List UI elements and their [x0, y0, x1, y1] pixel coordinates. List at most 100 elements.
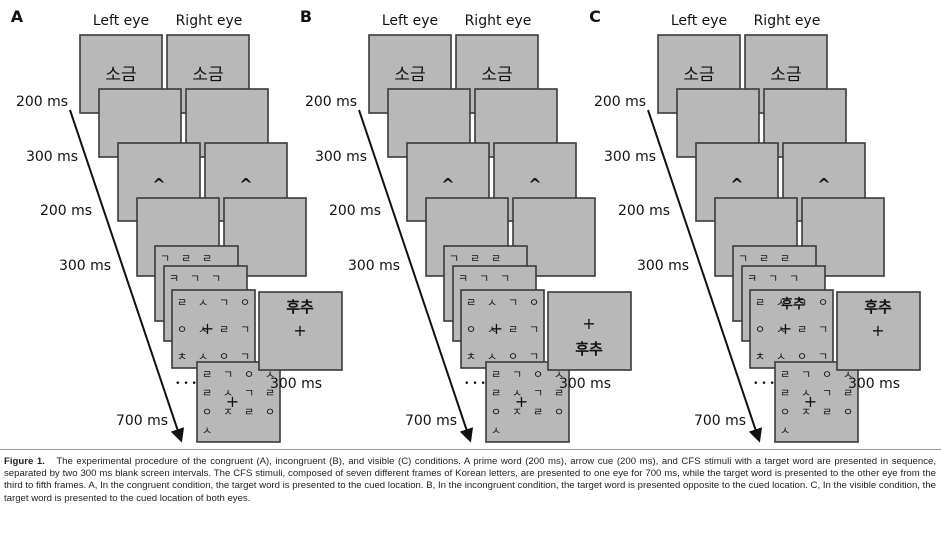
cfs-fixation-cross: +	[201, 319, 214, 338]
cfs-letter: ㅅ	[202, 424, 212, 437]
cfs-letter: ㄹ	[202, 387, 212, 400]
cfs-letter: ㄱ	[211, 272, 221, 285]
cfs-letter: ㅇ	[529, 296, 539, 309]
target-screen	[836, 291, 921, 371]
cfs-frame-3-frame	[749, 289, 834, 369]
cue-arrow-right: ^	[528, 175, 541, 194]
cfs-letter: ㅇ	[491, 405, 501, 418]
cfs-letter: ㅇ	[202, 405, 212, 418]
cfs-fixation-cross: +	[804, 392, 817, 411]
target-timing-label: 300 ms	[270, 376, 322, 392]
cfs-letter: ㅅ	[198, 296, 208, 309]
cue-arrow-right: ^	[239, 175, 252, 194]
cfs-frame-last-frame	[774, 361, 859, 443]
cfs-fixation-cross: +	[779, 319, 792, 338]
timing-label-5: 700 ms	[694, 413, 746, 429]
cfs-letter: ㄹ	[177, 296, 187, 309]
timeline-arrow	[358, 109, 474, 443]
cfs-letter: ㅅ	[223, 387, 233, 400]
ellipsis-dots: • • •	[753, 379, 775, 389]
cfs-letter: ㄱ	[529, 350, 539, 363]
target-timing-label: 300 ms	[848, 376, 900, 392]
timing-label-2: 300 ms	[315, 149, 367, 165]
cfs-letter: ㄱ	[244, 387, 254, 400]
target-screen	[547, 291, 632, 371]
cfs-letter: ㄹ	[780, 387, 790, 400]
cfs-letter: ㅈ	[801, 405, 811, 418]
cfs-letter: ㄹ	[755, 296, 765, 309]
cfs-letter: ㄱ	[533, 387, 543, 400]
timing-label-3: 200 ms	[618, 203, 670, 219]
cfs-target-word: 후추	[781, 296, 805, 312]
cue-arrow-left: ^	[730, 175, 743, 194]
cfs-letter: ㄱ	[801, 368, 811, 381]
cfs-letter: ㅅ	[780, 424, 790, 437]
cfs-letter: ㅇ	[466, 323, 476, 336]
cfs-letter: ㅅ	[487, 323, 497, 336]
left-eye-label: Left eye	[93, 13, 149, 29]
cfs-letter: ㄱ	[822, 387, 832, 400]
cfs-letter: ㅈ	[223, 405, 233, 418]
timing-label-5: 700 ms	[405, 413, 457, 429]
cfs-letter: ㄱ	[797, 296, 807, 309]
cfs-letter: ㄱ	[789, 272, 799, 285]
cfs-letter: ㄹ	[533, 405, 543, 418]
cfs-letter: ㄹ	[181, 252, 191, 265]
cfs-letter: ㅅ	[554, 368, 564, 381]
caption-divider	[0, 449, 941, 450]
timing-label-1: 200 ms	[16, 94, 68, 110]
cfs-letter: ㅊ	[177, 350, 187, 363]
timeline-arrow	[647, 109, 763, 443]
cfs-letter: ㄹ	[491, 368, 501, 381]
cfs-letter: ㅅ	[843, 368, 853, 381]
target-word: 후추	[286, 298, 314, 316]
ellipsis-dots: • • •	[464, 379, 486, 389]
cfs-letter: ㅅ	[265, 368, 275, 381]
cfs-letter: ㄱ	[240, 323, 250, 336]
cfs-letter: ㅅ	[512, 387, 522, 400]
prime-word-left: 소금	[683, 65, 714, 85]
cfs-letter: ㅅ	[776, 296, 786, 309]
cfs-frame-3-frame	[460, 289, 545, 369]
cfs-letter: ㄹ	[508, 323, 518, 336]
caption-text: The experimental procedure of the congru…	[4, 456, 937, 504]
cfs-letter: ㅅ	[487, 296, 497, 309]
left-eye-label: Left eye	[382, 13, 438, 29]
cfs-letter: ㅇ	[265, 405, 275, 418]
cfs-letter: ㅋ	[169, 272, 179, 285]
cfs-frame-last-frame	[485, 361, 570, 443]
cfs-letter: ㅊ	[466, 350, 476, 363]
cfs-letter: ㄱ	[818, 350, 828, 363]
timing-label-1: 200 ms	[305, 94, 357, 110]
cfs-letter: ㄱ	[738, 252, 748, 265]
prime-word-left: 소금	[394, 65, 425, 85]
cfs-letter: ㅇ	[797, 350, 807, 363]
cfs-letter: ㄱ	[219, 296, 229, 309]
panel-label: C	[589, 7, 601, 26]
cfs-letter: ㅅ	[801, 387, 811, 400]
cfs-letter: ㅊ	[755, 350, 765, 363]
cfs-letter: ㄹ	[466, 296, 476, 309]
cfs-letter: ㅇ	[818, 296, 828, 309]
cfs-letter: ㄹ	[470, 252, 480, 265]
cfs-letter: ㄱ	[512, 368, 522, 381]
figure-caption: Figure 1. The experimental procedure of …	[4, 456, 936, 505]
cfs-letter: ㅇ	[177, 323, 187, 336]
timing-label-3: 200 ms	[40, 203, 92, 219]
cfs-frame-3-frame	[171, 289, 256, 369]
cfs-letter: ㄹ	[202, 252, 212, 265]
right-eye-label: Right eye	[176, 13, 243, 29]
cfs-letter: ㅅ	[487, 350, 497, 363]
cfs-letter: ㅇ	[843, 405, 853, 418]
cfs-letter: ㄹ	[822, 405, 832, 418]
cfs-letter: ㅇ	[554, 405, 564, 418]
cfs-letter: ㄹ	[244, 405, 254, 418]
timing-label-4: 300 ms	[59, 258, 111, 274]
cfs-letter: ㄱ	[240, 350, 250, 363]
cfs-letter: ㄱ	[449, 252, 459, 265]
cfs-letter: ㄹ	[265, 387, 275, 400]
